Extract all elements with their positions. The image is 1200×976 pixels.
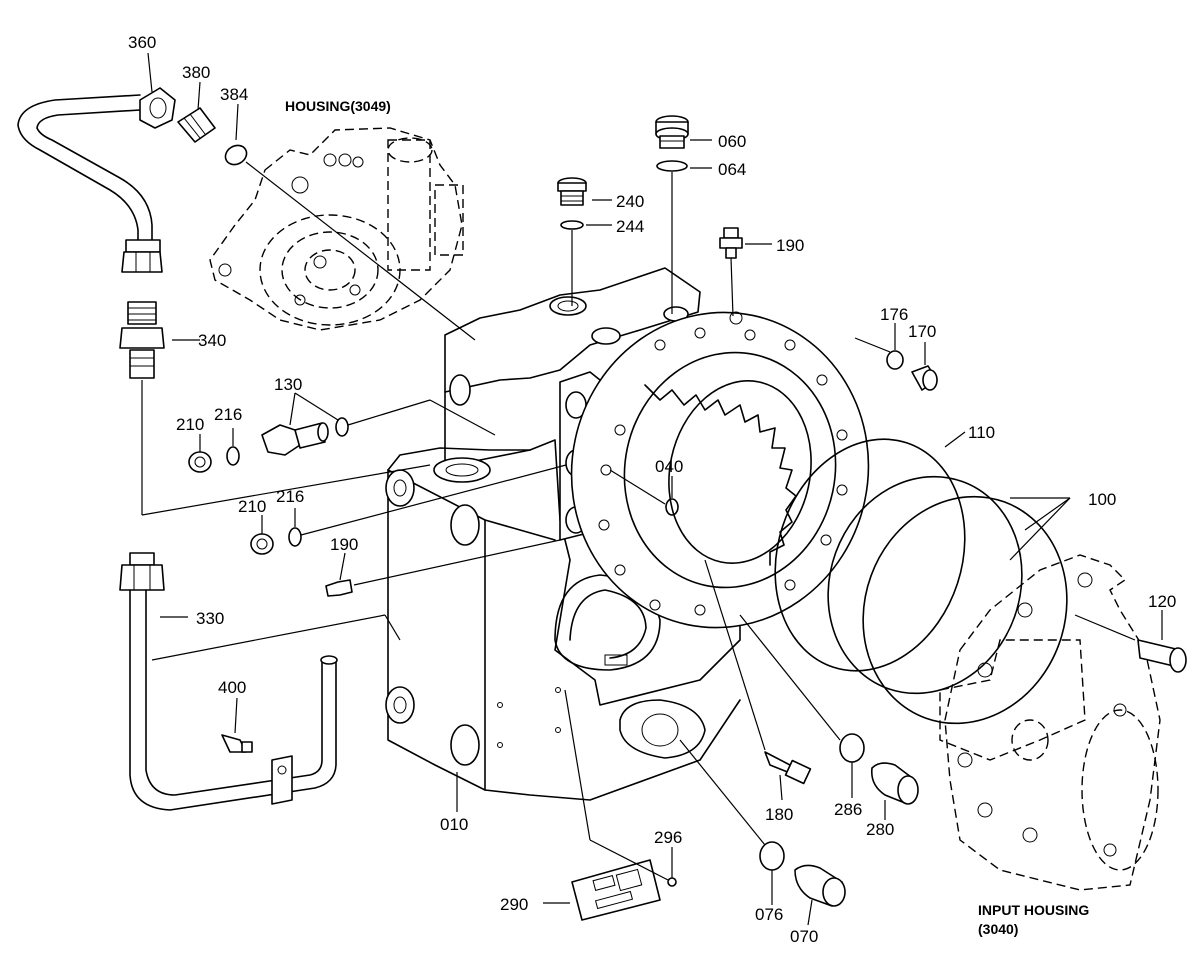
callout-064: 064 <box>718 160 746 179</box>
callout-384: 384 <box>220 85 248 104</box>
callout-100: 100 <box>1088 490 1116 509</box>
callout-130: 130 <box>274 375 302 394</box>
callout-210-lower: 210 <box>238 497 266 516</box>
pipe-assembly-lower <box>119 552 338 811</box>
caption-input-housing: INPUT HOUSING <box>978 902 1089 918</box>
callout-296: 296 <box>654 828 682 847</box>
callout-labels: 360 380 384 340 130 210 216 210 216 190 … <box>128 33 1176 946</box>
callout-190-upper: 190 <box>776 236 804 255</box>
callout-216-lower: 216 <box>276 487 304 506</box>
callout-244: 244 <box>616 217 644 236</box>
caption-input-housing-number: (3040) <box>978 921 1018 937</box>
small-parts <box>188 115 1187 921</box>
callout-380: 380 <box>182 63 210 82</box>
callout-040: 040 <box>655 457 683 476</box>
callout-216-upper: 216 <box>214 405 242 424</box>
callout-176: 176 <box>880 305 908 324</box>
seal-rings <box>774 438 1068 725</box>
input-housing-3040 <box>939 554 1161 891</box>
callout-280: 280 <box>866 820 894 839</box>
caption-housing-3049: HOUSING(3049) <box>285 98 391 114</box>
pipe-assembly-upper <box>17 87 248 379</box>
callout-170: 170 <box>908 322 936 341</box>
ring-gear-flange <box>570 311 870 629</box>
callout-286: 286 <box>834 800 862 819</box>
callout-340: 340 <box>198 331 226 350</box>
callout-240: 240 <box>616 192 644 211</box>
callout-210-upper: 210 <box>176 415 204 434</box>
callout-120: 120 <box>1148 592 1176 611</box>
callout-360: 360 <box>128 33 156 52</box>
callout-110: 110 <box>968 423 995 442</box>
callout-010: 010 <box>440 815 468 834</box>
callout-076: 076 <box>755 905 783 924</box>
callout-400: 400 <box>218 678 246 697</box>
leader-lines <box>141 52 1163 926</box>
callout-190-lower: 190 <box>330 535 358 554</box>
callout-330: 330 <box>196 609 224 628</box>
callout-060: 060 <box>718 132 746 151</box>
callout-290: 290 <box>500 895 528 914</box>
callout-180: 180 <box>765 805 793 824</box>
callout-070: 070 <box>790 927 818 946</box>
housing-3049 <box>209 127 464 331</box>
